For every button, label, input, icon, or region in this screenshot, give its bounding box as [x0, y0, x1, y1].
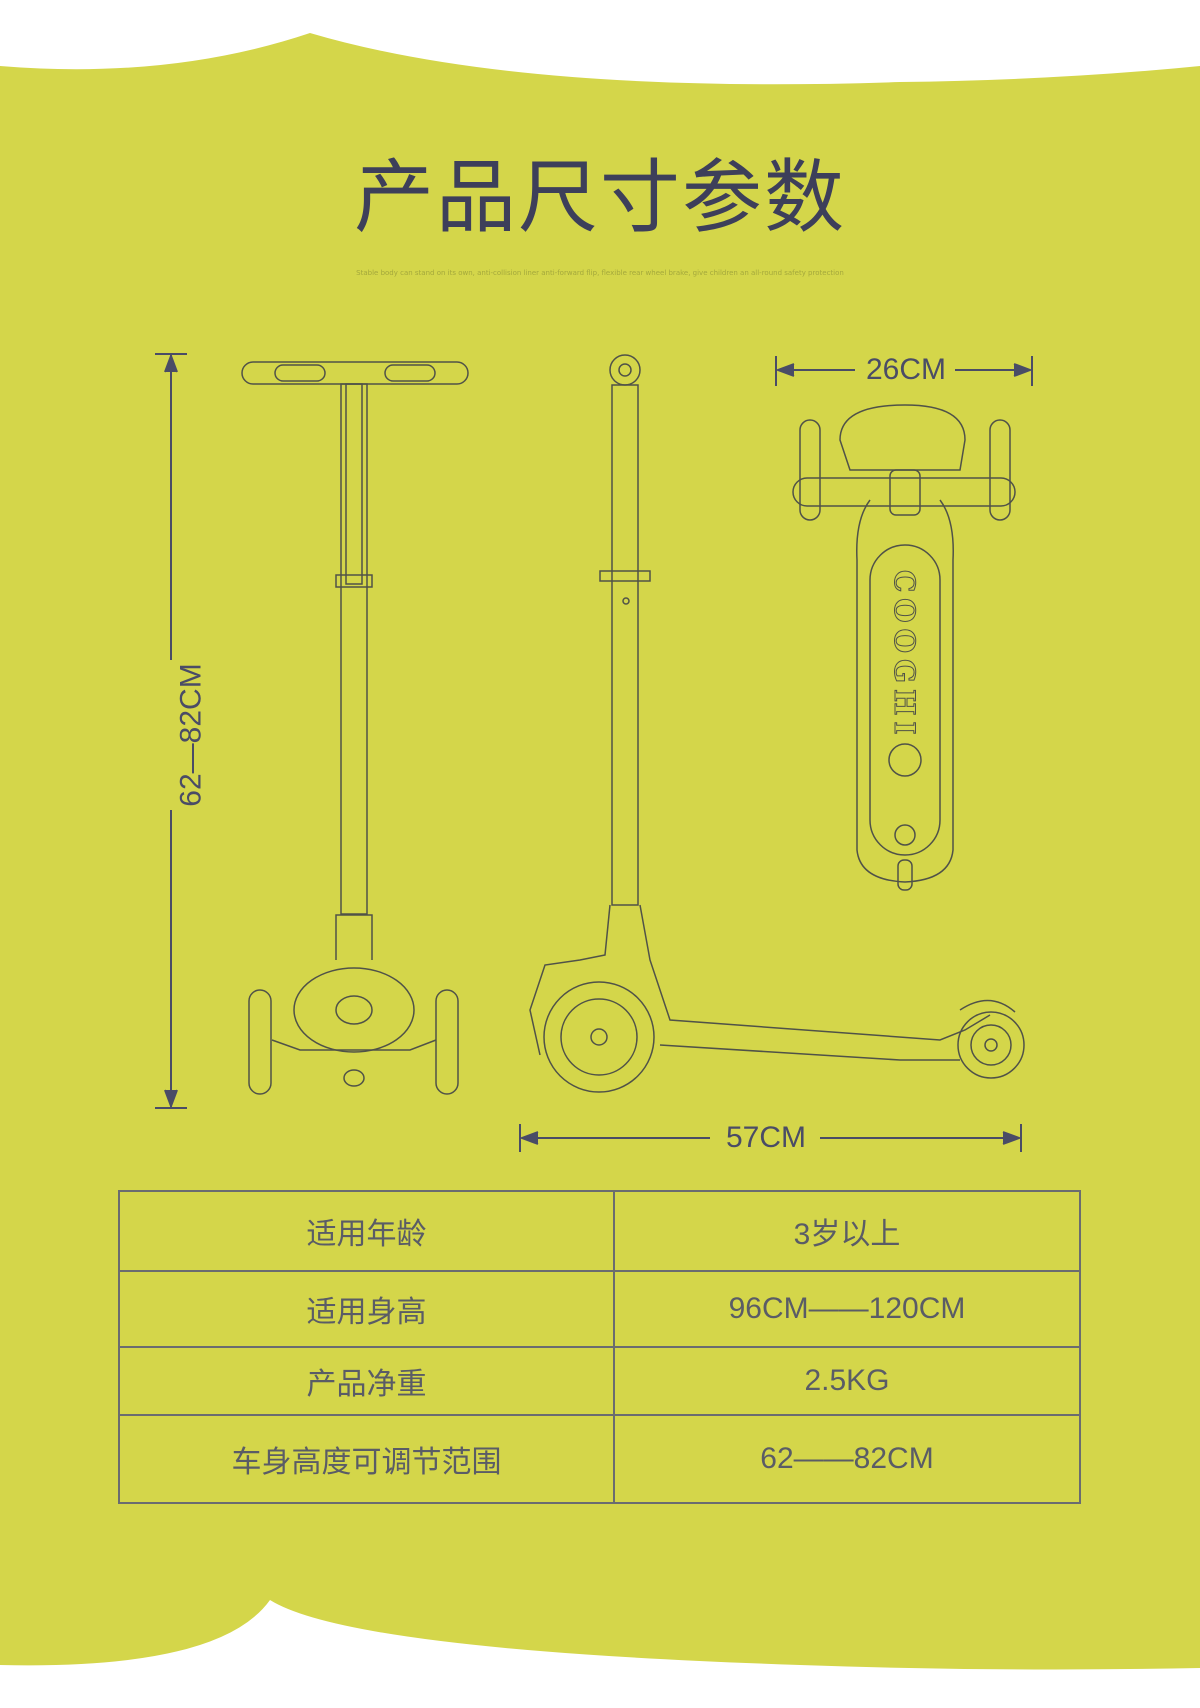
spec-value: 62——82CM: [613, 1414, 1081, 1504]
spec-value: 96CM——120CM: [613, 1270, 1081, 1348]
width-dimension-label: 26CM: [858, 352, 955, 388]
spec-value: 2.5KG: [613, 1346, 1081, 1416]
page-title: 产品尺寸参数: [354, 151, 846, 244]
scooter-front-view: [241, 361, 469, 1095]
spec-value: 3岁以上: [613, 1190, 1081, 1272]
spec-label: 适用身高: [118, 1270, 615, 1348]
height-dimension-label: 62—82CM: [173, 655, 210, 815]
width-dimension-line: [775, 356, 1033, 386]
deck-brand-logo: COOGHI: [888, 570, 921, 741]
scooter-side-view: [529, 354, 1025, 1093]
length-dimension-line: [519, 1124, 1022, 1152]
length-dimension-label: 57CM: [718, 1120, 815, 1156]
spec-label: 车身高度可调节范围: [118, 1414, 615, 1504]
height-dimension-line: [155, 353, 187, 1109]
spec-label: 适用年龄: [118, 1190, 615, 1272]
page-subtitle: Stable body can stand on its own, anti-c…: [356, 269, 844, 277]
spec-label: 产品净重: [118, 1346, 615, 1416]
scooter-top-view: [792, 404, 1016, 891]
